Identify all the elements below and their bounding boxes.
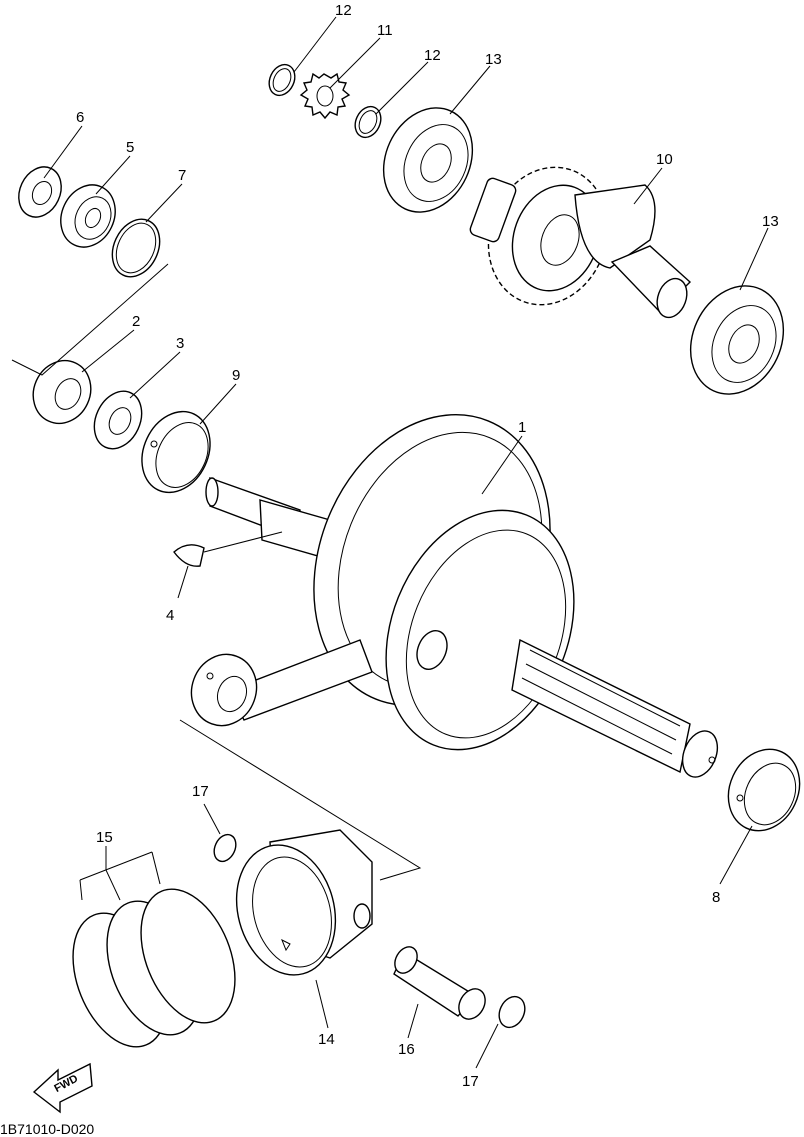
circlip-17-bottom bbox=[498, 995, 526, 1029]
callout-17-top: 17 bbox=[192, 783, 209, 800]
piston-14 bbox=[235, 829, 373, 976]
circlip-7 bbox=[111, 218, 161, 278]
piston-pin-16 bbox=[393, 946, 486, 1020]
bearing-13-top bbox=[382, 107, 474, 213]
washer-3 bbox=[93, 390, 143, 450]
bearing-5 bbox=[60, 184, 116, 248]
callout-4: 4 bbox=[166, 607, 174, 624]
callout-11: 11 bbox=[377, 22, 393, 39]
callout-13-right: 13 bbox=[762, 213, 779, 230]
crankshaft-1 bbox=[205, 414, 719, 778]
circlip-12-top bbox=[268, 63, 296, 97]
callout-10: 10 bbox=[656, 151, 673, 168]
callout-6: 6 bbox=[76, 109, 84, 126]
callout-16: 16 bbox=[398, 1041, 415, 1058]
callout-17-bottom: 17 bbox=[462, 1073, 479, 1090]
callout-15: 15 bbox=[96, 829, 113, 846]
sprocket-11 bbox=[299, 72, 351, 120]
callout-7: 7 bbox=[178, 167, 186, 184]
callouts: 12 11 12 13 6 5 7 10 13 2 3 9 1 4 17 15 … bbox=[76, 2, 779, 1090]
bearing-9 bbox=[141, 410, 211, 494]
oil-seal-6 bbox=[18, 166, 62, 218]
callout-12-top: 12 bbox=[335, 2, 352, 19]
bearing-13-right bbox=[689, 285, 785, 395]
reference-line-bottom bbox=[179, 719, 422, 881]
callout-2: 2 bbox=[132, 313, 140, 330]
fwd-arrow-icon bbox=[32, 1062, 93, 1114]
callout-12-mid: 12 bbox=[424, 47, 441, 64]
callout-14: 14 bbox=[318, 1031, 335, 1048]
woodruff-key-4 bbox=[173, 531, 283, 567]
figure-code: 1B71010-D020 bbox=[0, 1121, 94, 1137]
callout-3: 3 bbox=[176, 335, 184, 352]
connecting-rod bbox=[190, 639, 373, 727]
bearing-8 bbox=[727, 748, 801, 832]
piston-rings-15 bbox=[72, 888, 236, 1048]
reference-line-left bbox=[11, 263, 169, 376]
balancer-shaft-10 bbox=[469, 166, 692, 319]
circlip-12-mid bbox=[354, 105, 382, 139]
callout-13-top: 13 bbox=[485, 51, 502, 68]
callout-8: 8 bbox=[712, 889, 720, 906]
circlip-17-top bbox=[213, 833, 237, 863]
guide-2 bbox=[32, 359, 92, 425]
callout-1: 1 bbox=[518, 419, 526, 436]
callout-5: 5 bbox=[126, 139, 134, 156]
leader-lines bbox=[43, 16, 769, 1069]
callout-9: 9 bbox=[232, 367, 240, 384]
